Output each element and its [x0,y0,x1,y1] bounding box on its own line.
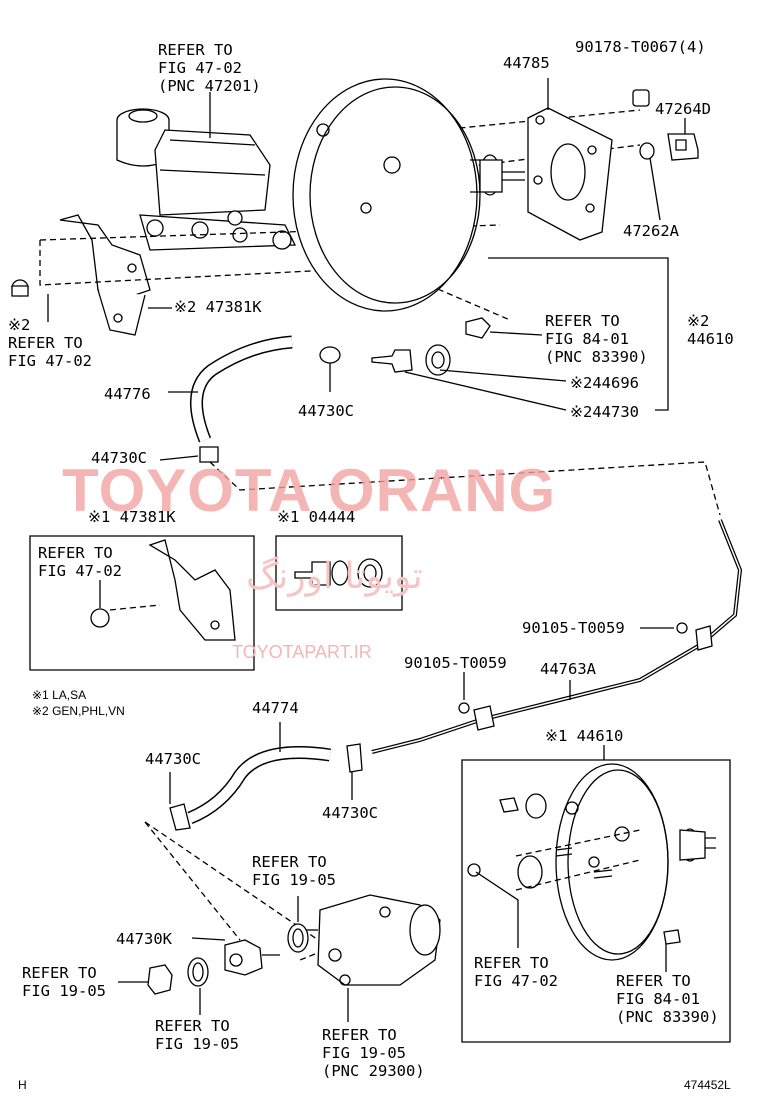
footer-left: H [18,1078,27,1092]
label-44776[interactable]: 44776 [104,385,151,403]
footer-figure-code: 474452L [684,1078,731,1092]
master-cylinder-drawing [117,92,327,250]
label-04444-box[interactable]: ※1 04444 [277,508,356,526]
pipe-44763a-drawing [372,520,740,752]
label-44774[interactable]: 44774 [252,699,299,717]
watermark-site: TOYOTAPART.IR [232,642,372,662]
vacuum-pump-drawing [118,895,440,1022]
brake-booster-top-drawing [293,78,612,311]
label-47381k-box[interactable]: ※1 47381K [88,508,176,526]
bracket-44610-top-drawing [488,258,668,410]
check-valve-drawing [320,318,566,410]
label-47262a[interactable]: 47262A [623,222,679,240]
bracket-47381k-top-drawing [12,215,172,335]
label-47264d[interactable]: 47264D [655,100,711,118]
label-44730c-a[interactable]: 44730C [298,402,354,420]
label-44730k[interactable]: 44730K [116,930,172,948]
label-ref-19-05-a[interactable]: REFER TO FIG 19-05 [252,853,336,889]
watermark-persian: تویوتا اورنگ [246,556,423,597]
label-44610-top[interactable]: ※2 44610 [687,312,734,348]
label-44763a[interactable]: 44763A [540,660,596,678]
label-90105-t0059-a[interactable]: 90105-T0059 [522,619,625,637]
label-44696[interactable]: ※244696 [570,374,639,392]
label-ref-19-05-b[interactable]: REFER TO FIG 19-05 [22,964,106,1000]
label-47381k-top[interactable]: ※2 47381K [174,298,262,316]
label-44730c-c[interactable]: 44730C [145,750,201,768]
label-ref-47-02-bottom[interactable]: REFER TO FIG 47-02 [474,954,558,990]
label-44610-bottom[interactable]: ※1 44610 [545,727,624,745]
label-ref-83390-top[interactable]: REFER TO FIG 84-01 (PNC 83390) [545,312,648,366]
label-ref-47-02-left[interactable]: ※2 REFER TO FIG 47-02 [8,316,92,370]
label-ref-19-05-c[interactable]: REFER TO FIG 19-05 [155,1017,239,1053]
label-ref-29300[interactable]: REFER TO FIG 19-05 (PNC 29300) [322,1026,425,1080]
hose-44776-drawing [160,342,292,462]
legend-note-1: ※1 LA,SA [32,688,87,702]
nut-and-clip-drawing [633,90,698,220]
label-90178-t0067[interactable]: 90178-T0067(4) [575,38,706,56]
inset-box-04444 [276,536,402,610]
watermark-main: TOYOTA ORANG [62,457,557,524]
hose-44774-drawing [170,722,362,830]
label-44730c-b[interactable]: 44730C [91,449,147,467]
inset-box-44610 [462,745,730,1042]
label-ref-47201[interactable]: REFER TO FIG 47-02 (PNC 47201) [158,41,261,95]
label-44730c-d[interactable]: 44730C [322,804,378,822]
label-ref-83390-bottom[interactable]: REFER TO FIG 84-01 (PNC 83390) [616,972,719,1026]
label-ref-47-02-box[interactable]: REFER TO FIG 47-02 [38,544,122,580]
label-90105-t0059-b[interactable]: 90105-T0059 [404,654,507,672]
label-44730[interactable]: ※244730 [570,403,639,421]
inset-box-47381k [30,536,254,670]
assembly-dashed-lines-mid [210,462,720,515]
label-44785[interactable]: 44785 [503,54,550,72]
legend-note-2: ※2 GEN,PHL,VN [32,704,125,718]
